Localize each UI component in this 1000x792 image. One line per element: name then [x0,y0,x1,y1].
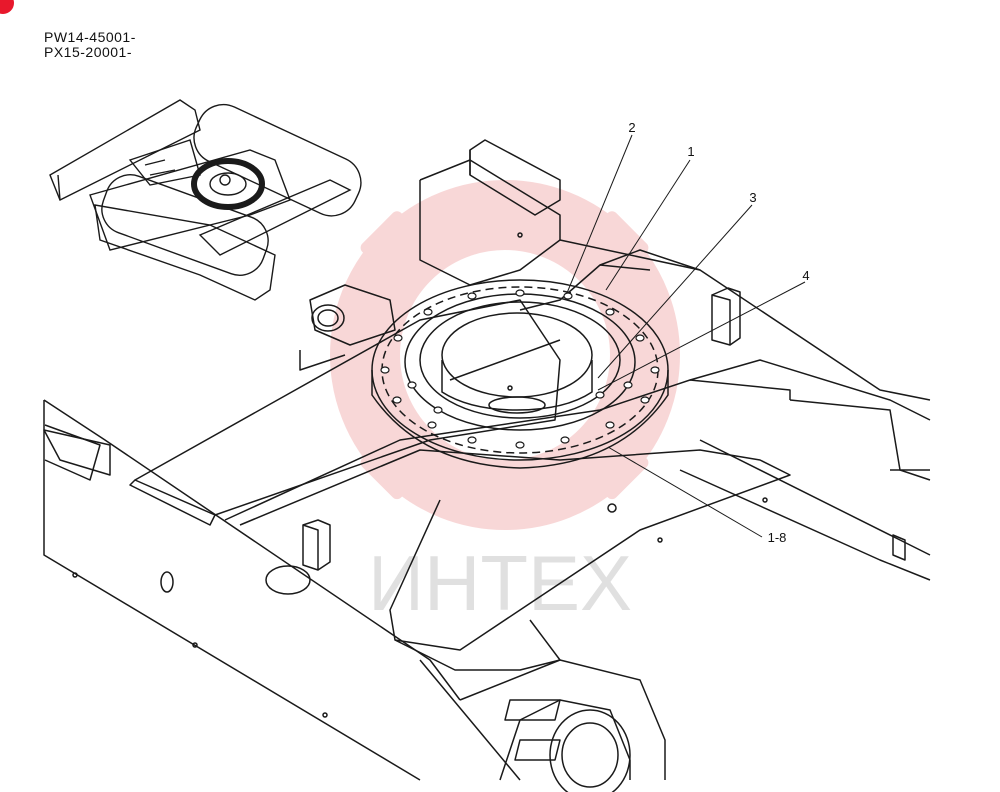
serial-number-1: PW14-45001- [44,29,136,45]
serial-number-2: PX15-20001- [44,44,133,60]
leader-lines [566,134,806,538]
callout-3: 3 [749,190,756,205]
watermark-gear [330,180,680,530]
callout-4: 4 [802,268,809,283]
callout-1: 1 [687,144,694,159]
watermark-text: ИНТЕХ [368,539,632,627]
bearing-bolts [380,289,660,449]
inset-overview-drawing [49,99,362,301]
callout-1-8: 1-8 [768,530,787,545]
callout-2: 2 [628,120,635,135]
corner-badge [0,0,14,14]
